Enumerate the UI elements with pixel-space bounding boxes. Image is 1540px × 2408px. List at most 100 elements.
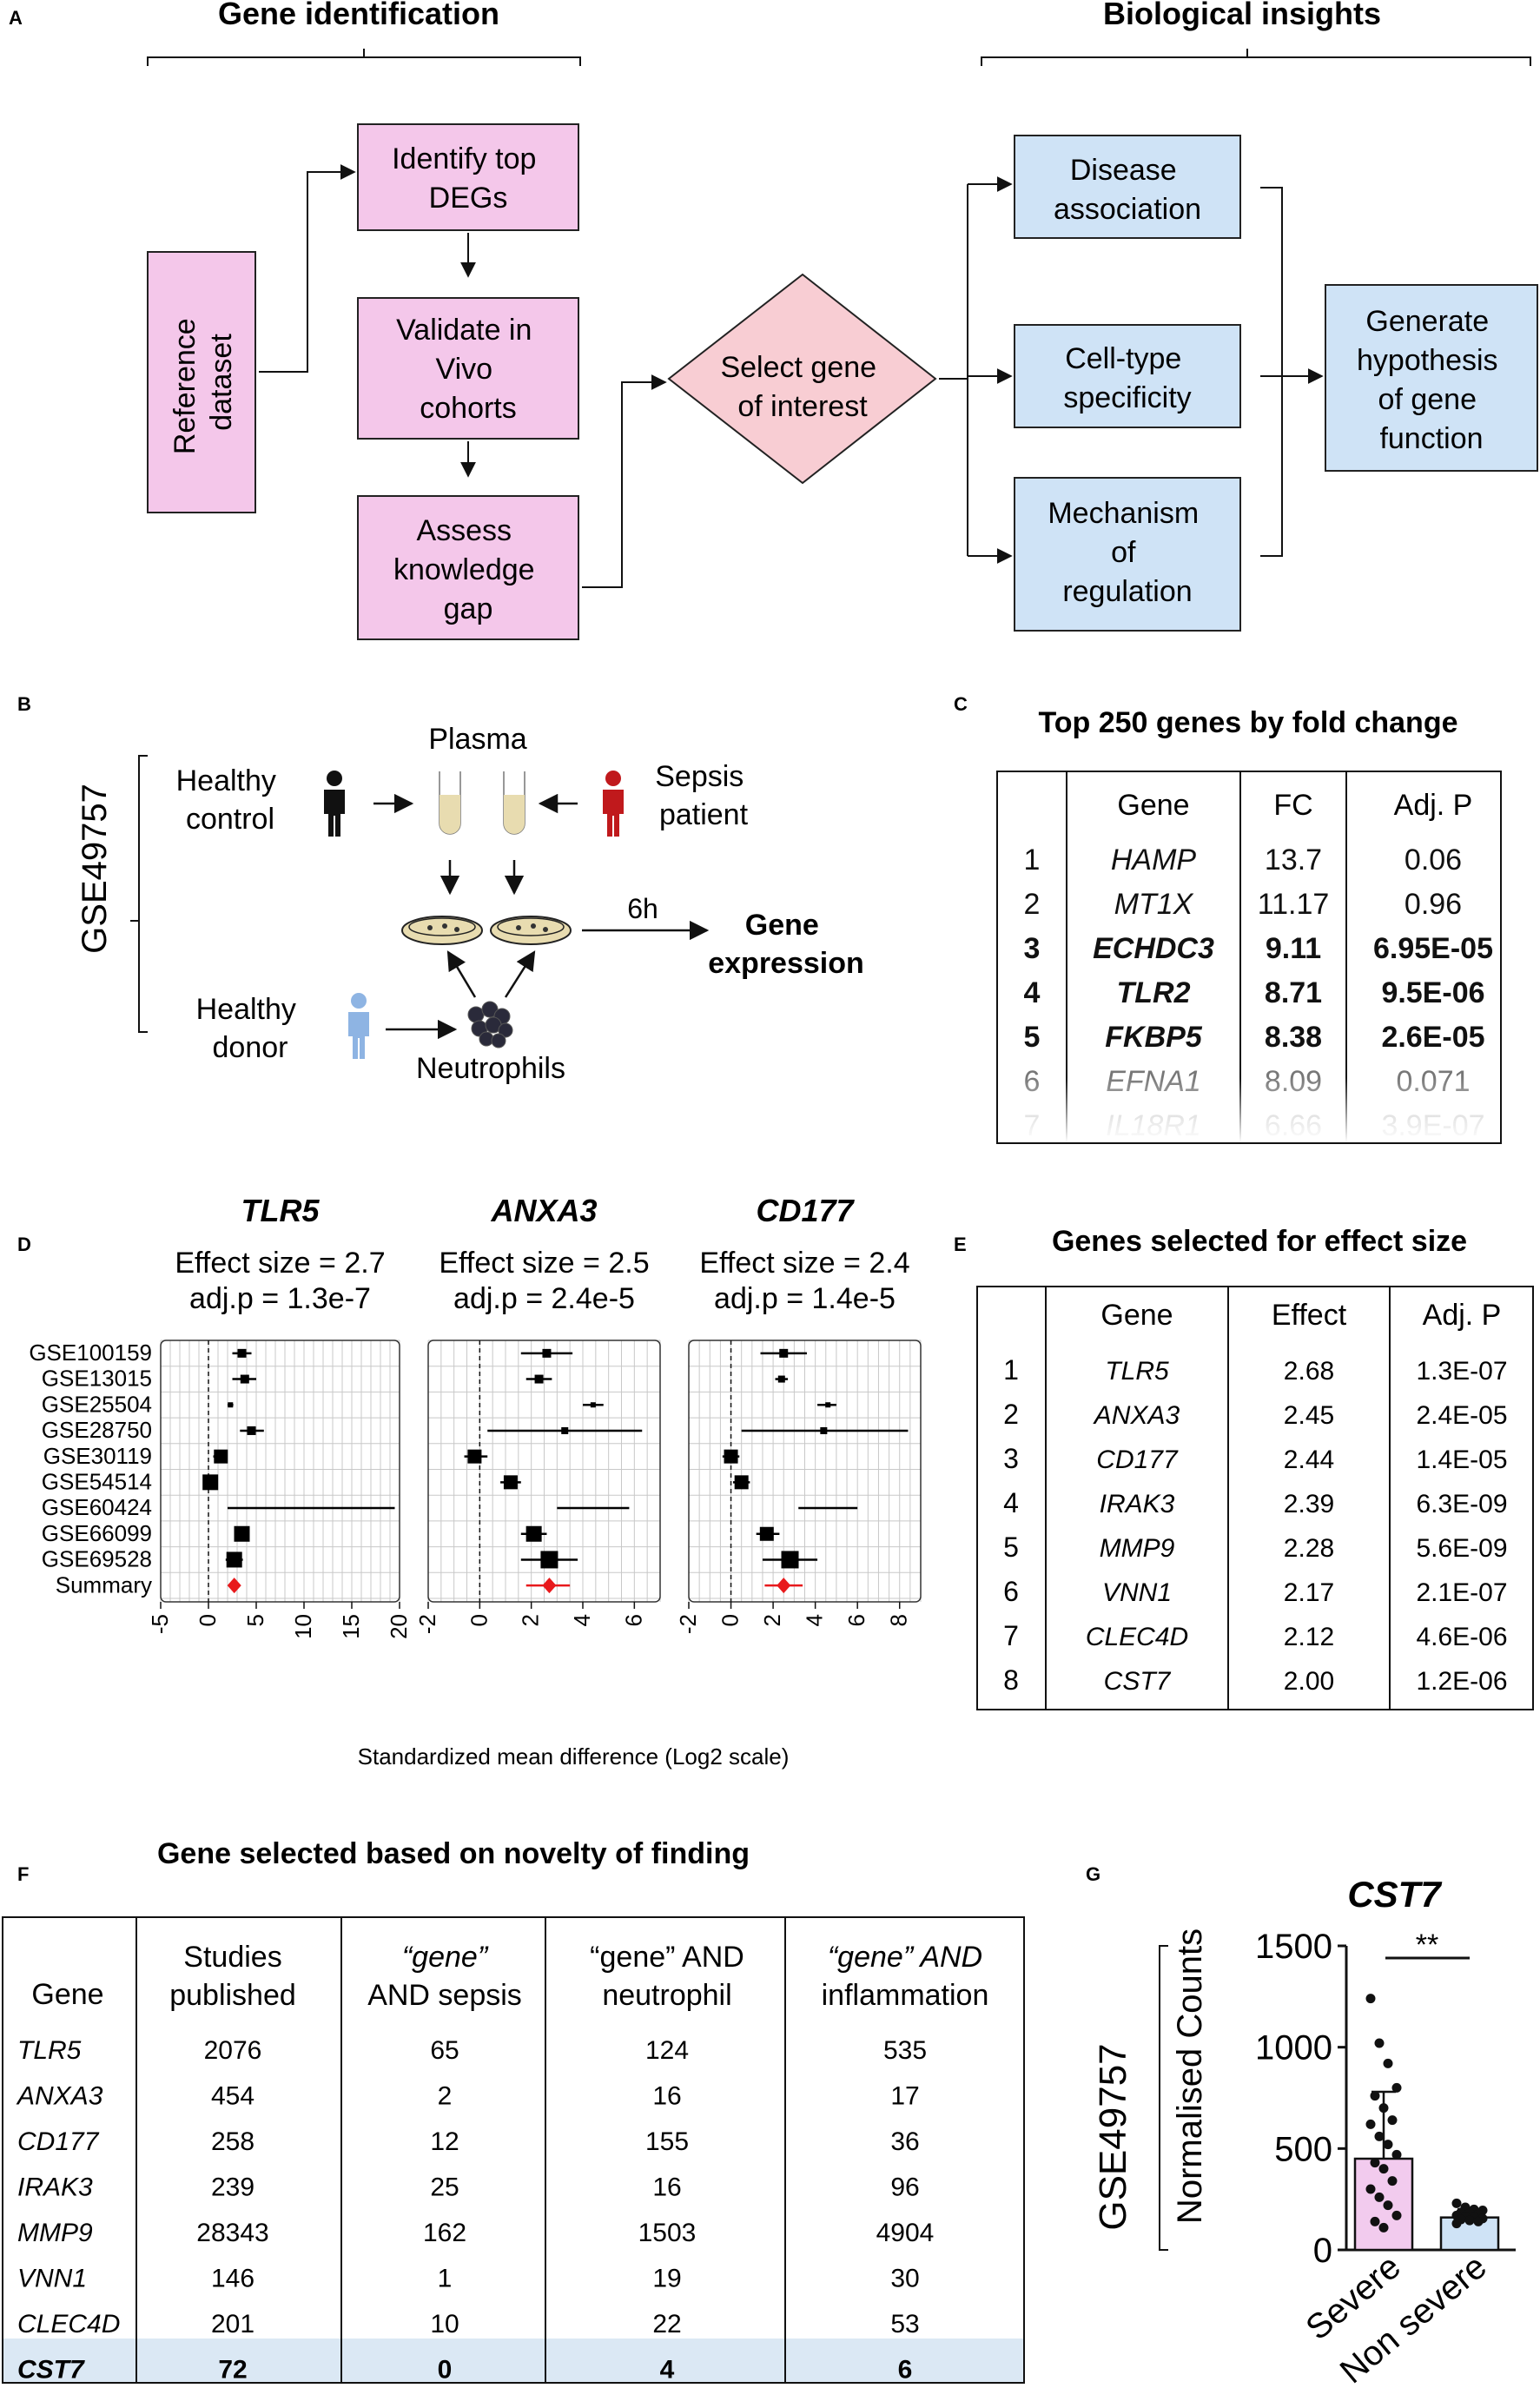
forest-x-axis-label: Standardized mean difference (Log2 scale… — [358, 1743, 790, 1770]
table-cell-gene: IRAK3 — [1100, 1490, 1175, 1518]
select-gene-diamond — [667, 273, 937, 485]
validate-cohorts-label: Validate in Vivo cohorts — [396, 314, 540, 425]
healthy-control-label: Healthy control — [176, 764, 285, 836]
table-cell-sepsis: 65 — [430, 2036, 459, 2065]
generate-hypothesis-label: Generate hypothesis of gene function — [1357, 305, 1506, 455]
table-header: Gene — [31, 1978, 103, 2011]
table-cell-neutrophil: 16 — [652, 2173, 681, 2202]
table-cell-gene: MMP9 — [1100, 1534, 1175, 1563]
gene-expression-label: Gene expression — [708, 909, 864, 980]
mechanism-regulation-box — [1014, 477, 1241, 632]
study-point — [534, 1374, 544, 1384]
table-cell-gene: CD177 — [17, 2127, 100, 2156]
table-cell-adjp: 2.1E-07 — [1416, 1578, 1507, 1607]
table-cell-inflammation: 30 — [890, 2265, 919, 2293]
study-point — [590, 1402, 596, 1408]
table-header: Studies — [183, 1941, 281, 1974]
plot-frame — [160, 1340, 400, 1603]
neutrophils-icon — [467, 1001, 513, 1049]
table-header: neutrophil — [602, 1979, 731, 2012]
study-point — [759, 1526, 774, 1541]
plot-frame — [427, 1340, 661, 1603]
table-cell-gene: CLEC4D — [1086, 1623, 1188, 1651]
select-gene-label: Select gene of interest — [720, 351, 884, 423]
table-cell-rank: 3 — [1003, 1443, 1019, 1474]
study-label: GSE28750 — [42, 1417, 152, 1443]
table-cell-inflammation: 535 — [883, 2036, 927, 2065]
plasma-tube-icon — [439, 771, 461, 835]
table-cell-gene: MT1X — [1114, 888, 1194, 921]
bracket-biological-insights — [981, 49, 1531, 66]
data-point — [1378, 2103, 1389, 2114]
table-cell-effect: 2.12 — [1284, 1623, 1334, 1651]
summary-diamond — [227, 1578, 241, 1594]
table-header: AND sepsis — [367, 1979, 522, 2012]
x-tick-label: -2 — [675, 1614, 701, 1634]
table-cell-neutrophil: 155 — [645, 2127, 689, 2156]
forest-adj-p: adj.p = 1.3e-7 — [189, 1282, 371, 1315]
assess-knowledge-gap-label: Assess knowledge gap — [393, 514, 543, 625]
table-header: inflammation — [822, 1979, 989, 2012]
table-cell-sepsis: 25 — [430, 2173, 459, 2202]
data-point — [1374, 2038, 1385, 2048]
table-cell-effect: 2.28 — [1284, 1534, 1334, 1563]
bracket-gene-identification — [147, 49, 581, 66]
table-cell-effect: 2.39 — [1284, 1490, 1334, 1518]
neutrophils-label: Neutrophils — [416, 1052, 565, 1085]
study-point — [234, 1525, 250, 1542]
chart-title: CST7 — [1347, 1874, 1442, 1915]
table-cell-inflammation: 17 — [890, 2082, 919, 2111]
table-cell-rank: 4 — [1003, 1487, 1019, 1518]
table-cell-studies: 2076 — [204, 2036, 262, 2065]
table-cell-gene: IRAK3 — [17, 2173, 93, 2202]
table-cell-gene: FKBP5 — [1105, 1021, 1203, 1054]
table-cell-gene: CST7 — [1104, 1667, 1172, 1696]
table-cell-studies: 239 — [211, 2173, 254, 2202]
table-cell-adjp: 1.2E-06 — [1416, 1667, 1507, 1696]
table-cell-effect: 2.45 — [1284, 1401, 1334, 1430]
data-point — [1391, 2082, 1402, 2093]
panel-f-letter: F — [17, 1863, 29, 1885]
forest-gene-title: CD177 — [756, 1193, 855, 1228]
study-point — [228, 1402, 234, 1408]
disease-association-label: Disease association — [1054, 154, 1201, 226]
table-cell-studies: 28343 — [196, 2219, 268, 2247]
table-header: Gene — [1117, 789, 1189, 822]
table-cell-neutrophil: 124 — [645, 2036, 689, 2065]
culture-dish-icon — [401, 916, 483, 945]
data-point — [1451, 2198, 1462, 2208]
table-frame — [976, 1286, 1534, 1710]
table-cell-fc: 8.71 — [1265, 976, 1322, 1009]
table-cell-fc: 9.11 — [1266, 932, 1321, 965]
study-point — [525, 1525, 542, 1542]
validate-cohorts-box — [357, 297, 579, 440]
cell-type-specificity-label: Cell-type specificity — [1063, 342, 1191, 414]
table-cell-inflammation: 4904 — [876, 2219, 935, 2247]
table-cell-fc: 11.17 — [1258, 888, 1330, 921]
panel-b-letter: B — [17, 693, 31, 715]
disease-association-box — [1014, 135, 1241, 239]
table-cell-gene: ANXA3 — [16, 2082, 103, 2111]
table-header: Adj. P — [1423, 1299, 1502, 1332]
table-cell-gene: TLR5 — [17, 2036, 82, 2065]
sepsis-patient-label: Sepsis patient — [655, 760, 752, 831]
table-cell-gene: CD177 — [1096, 1445, 1179, 1474]
table-cell-adjp: 0.96 — [1405, 888, 1462, 921]
table-cell-rank: 2 — [1024, 888, 1041, 921]
table-header: “gene” — [402, 1941, 489, 1974]
study-point — [226, 1551, 242, 1568]
forest-effect-size: Effect size = 2.4 — [699, 1247, 909, 1280]
data-point — [1365, 2184, 1376, 2194]
data-point — [1387, 2176, 1398, 2186]
study-point — [724, 1449, 738, 1464]
x-tick-label: 0 — [466, 1614, 492, 1626]
table-cell-sepsis: 10 — [430, 2310, 459, 2339]
data-point — [1387, 2115, 1398, 2126]
study-point — [825, 1402, 831, 1408]
section-gene-identification: Gene identification — [218, 0, 499, 31]
panel-d: D GSE100159GSE13015GSE25504GSE28750GSE30… — [17, 1193, 922, 1770]
